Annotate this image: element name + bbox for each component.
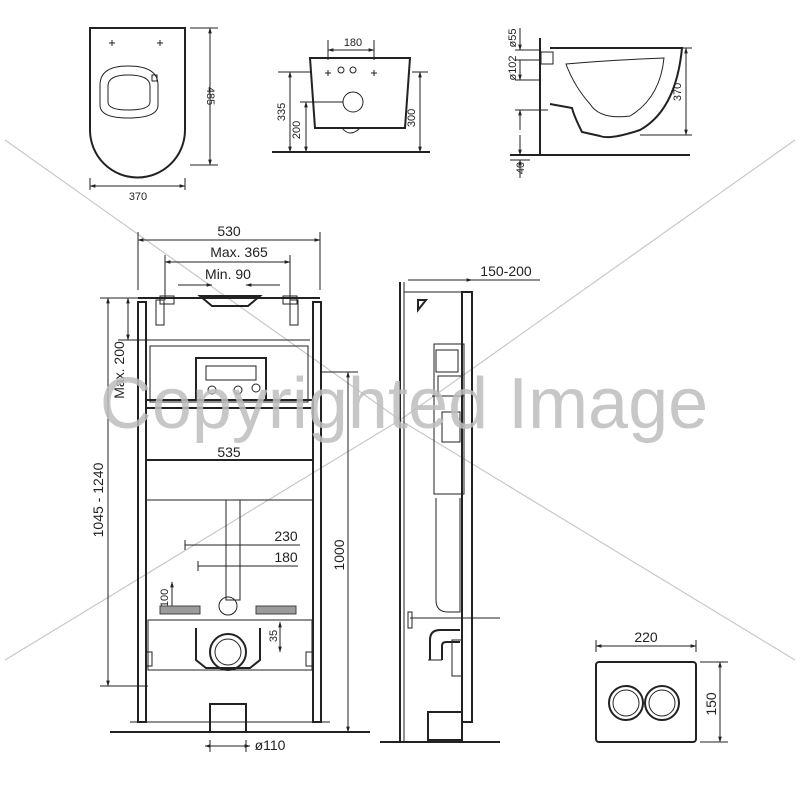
dim-hole-spacing: 180 xyxy=(344,37,362,49)
dim-side-d102: ø102 xyxy=(507,55,519,80)
dim-side-370: 370 xyxy=(672,83,684,101)
dim-pipe-110: ø110 xyxy=(255,737,286,753)
bowl-back-view: 180 335 200 300 xyxy=(272,37,430,153)
dim-side-d55: ø55 xyxy=(507,29,519,48)
dim-max-200: Max. 200 xyxy=(111,341,127,399)
dim-230: 230 xyxy=(274,528,298,544)
dim-back-335: 335 xyxy=(276,103,288,121)
dim-plate-width: 220 xyxy=(634,629,658,645)
watermark-text: Copyrighted Image xyxy=(100,364,708,444)
dim-frame-530: 530 xyxy=(217,223,241,239)
dim-plate-height: 150 xyxy=(703,692,719,716)
dim-back-300: 300 xyxy=(406,109,418,127)
dim-180: 180 xyxy=(274,549,298,565)
dim-bowl-depth: 485 xyxy=(204,87,216,105)
dim-max-365: Max. 365 xyxy=(210,244,268,260)
dim-bowl-width: 370 xyxy=(129,191,147,203)
frame-side-view: 150-200 xyxy=(380,263,540,743)
dim-100: 100 xyxy=(159,589,171,607)
dim-height-range: 1045 - 1240 xyxy=(90,462,106,537)
flush-plate-view: 220 150 xyxy=(595,629,728,743)
dim-35: 35 xyxy=(268,630,280,642)
dim-min-90: Min. 90 xyxy=(205,266,251,282)
dim-inner-535: 535 xyxy=(217,444,241,460)
watermark-lines xyxy=(4,139,796,661)
dim-side-depth: 150-200 xyxy=(480,263,532,279)
bowl-side-view: ø55 ø102 40 370 xyxy=(507,28,692,178)
dim-1000: 1000 xyxy=(331,539,347,570)
frame-front-view: 530 Max. 365 Min. 90 535 230 180 xyxy=(90,223,370,753)
bowl-top-view: 485 370 xyxy=(89,27,218,203)
dim-side-40: 40 xyxy=(515,162,527,174)
dim-back-200: 200 xyxy=(291,121,303,139)
